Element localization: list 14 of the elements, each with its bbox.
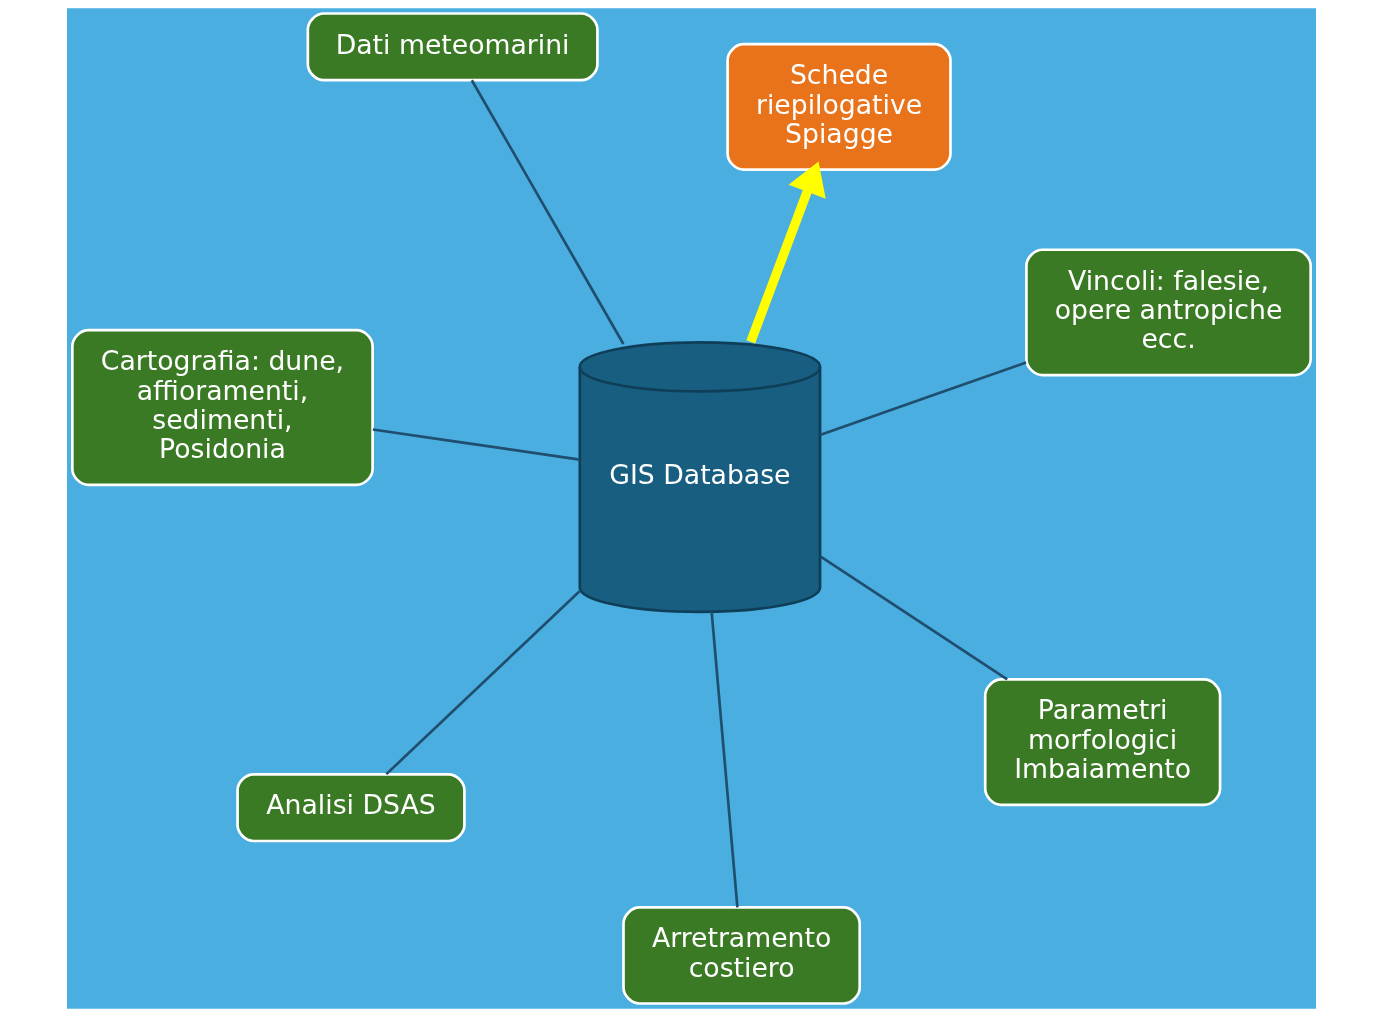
node-box: Dati meteomarini bbox=[306, 12, 599, 82]
connector bbox=[819, 361, 1027, 437]
arrow bbox=[746, 161, 826, 344]
node-box: Vincoli: falesie, opere antropiche ecc. bbox=[1025, 248, 1312, 377]
node-box: Analisi DSAS bbox=[236, 772, 466, 843]
node-box: Arretramento costiero bbox=[622, 906, 862, 1005]
connector bbox=[819, 555, 1008, 681]
connector bbox=[710, 611, 739, 908]
connector bbox=[372, 428, 580, 461]
node-box: Schede riepilogative Spiagge bbox=[726, 42, 952, 171]
node-box: Parametri morfologici Imbaiamento bbox=[983, 678, 1222, 807]
connector bbox=[385, 590, 581, 776]
node-box: Cartografia: dune, affioramenti, sedimenti, Posidonia bbox=[71, 328, 374, 487]
connector bbox=[470, 79, 625, 345]
